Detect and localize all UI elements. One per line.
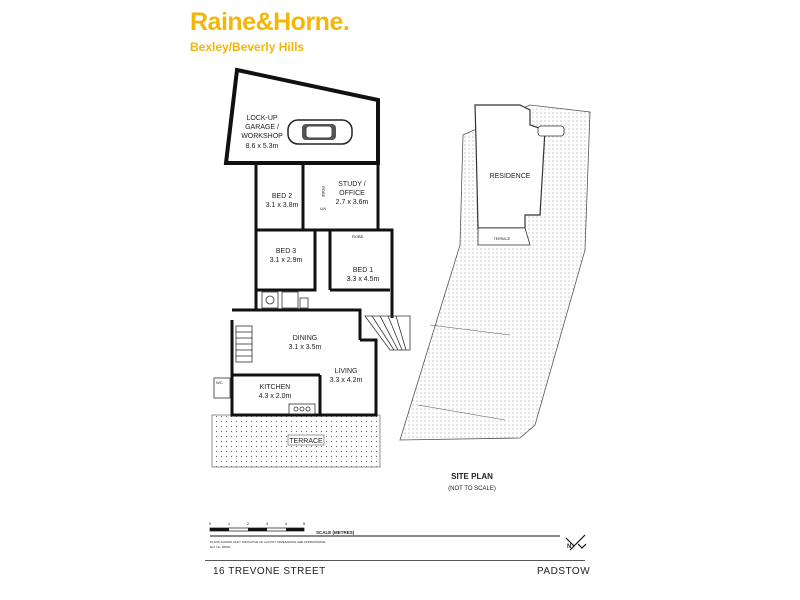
living-label: LIVING: [335, 368, 358, 375]
garage-label-2: GARAGE /: [245, 124, 279, 131]
site-plan-title: SITE PLAN: [451, 472, 493, 481]
scale-tick-0: 0: [209, 521, 212, 526]
study-size: 2.7 x 3.6m: [336, 199, 369, 206]
bed1-size: 3.3 x 4.5m: [347, 276, 380, 283]
scale-note-2: Ref. No. 65002: [210, 545, 231, 549]
brand-block: Raine&Horne. Bexley/Beverly Hills: [190, 8, 350, 54]
scale-label: SCALE (METRES): [316, 530, 355, 535]
scale-bar: [209, 527, 560, 537]
bed2-label: BED 2: [272, 193, 292, 200]
bed1-label: BED 1: [353, 267, 373, 274]
garage-label-1: LOCK-UP: [246, 115, 277, 122]
north-arrow-icon: [565, 534, 587, 551]
bed2-size: 3.1 x 3.8m: [266, 202, 299, 209]
scale-tick-5: 5: [303, 521, 306, 526]
site-terrace-label: TERRACE: [494, 237, 511, 241]
kitchen-label: KITCHEN: [260, 384, 291, 391]
study-label-2: OFFICE: [339, 190, 365, 197]
bathroom-fixtures: [261, 291, 309, 309]
brand-logo: Raine&Horne.: [190, 8, 350, 36]
stairs-right: [364, 315, 411, 351]
site-residence-label: RESIDENCE: [490, 173, 531, 180]
garage-label-3: WORKSHOP: [241, 133, 283, 140]
wc-label: WC: [216, 380, 223, 385]
stairs-left: [235, 325, 253, 363]
scale-tick-1: 1: [228, 521, 231, 526]
kitchen-fixtures: [213, 377, 316, 415]
scale-tick-4: 4: [285, 521, 288, 526]
scale-note-1: PLANS SHOWN ONLY INDICATIVE OF LAYOUT. D…: [210, 540, 326, 544]
living-size: 3.3 x 4.2m: [330, 377, 363, 384]
scale-tick-3: 3: [266, 521, 269, 526]
footer-rule: [205, 560, 585, 561]
scale-tick-2: 2: [247, 521, 250, 526]
footer-address: 16 TREVONE STREET: [213, 566, 326, 577]
site-plan-subtitle: (NOT TO SCALE): [448, 486, 496, 492]
bed3-label: BED 3: [276, 248, 296, 255]
dining-label: DINING: [293, 335, 318, 342]
car-icon: [287, 119, 353, 145]
house-walls: [230, 161, 394, 417]
footer-suburb: PADSTOW: [537, 566, 591, 577]
robe2-label: ROBE: [352, 234, 364, 239]
site-terrace: [477, 227, 531, 246]
garage-size: 8.6 x 5.3m: [246, 143, 279, 150]
brand-office: Bexley/Beverly Hills: [190, 40, 305, 54]
site-lot: [399, 104, 591, 441]
robe-label: ROBE: [321, 186, 326, 198]
terrace-label: TERRACE: [289, 438, 323, 445]
site-plan: [399, 104, 591, 441]
kitchen-size: 4.3 x 2.0m: [259, 393, 292, 400]
bed3-size: 3.1 x 2.9m: [270, 257, 303, 264]
study-label-1: STUDY /: [338, 181, 366, 188]
linen-label: LIN: [320, 206, 326, 211]
compass-label: N: [567, 544, 571, 550]
dining-size: 3.1 x 3.5m: [289, 344, 322, 351]
site-residence: [474, 104, 546, 229]
